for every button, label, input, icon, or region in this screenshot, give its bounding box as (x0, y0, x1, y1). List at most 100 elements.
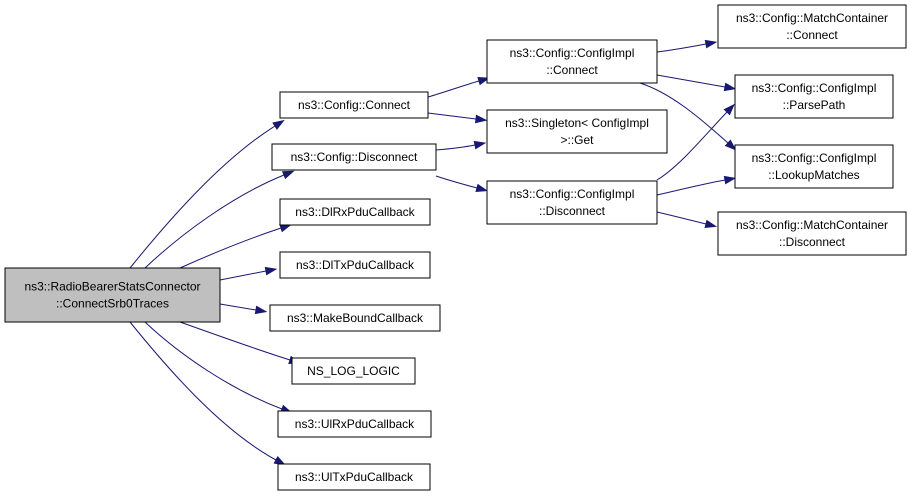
node-connect[interactable]: ns3::Config::Connect (279, 91, 429, 119)
node-box (279, 198, 431, 226)
node-box (486, 39, 658, 84)
node-label-line: ns3::DlTxPduCallback (296, 258, 415, 272)
arrowhead-icon (704, 39, 718, 49)
node-makebound[interactable]: ns3::MakeBoundCallback (269, 304, 441, 332)
arrowhead-icon (723, 82, 737, 92)
edge-root-to-connect (129, 119, 285, 269)
arrowhead-icon (474, 114, 488, 124)
node-parsepath[interactable]: ns3::Config::ConfigImpl::ParsePath (734, 74, 894, 119)
node-mc-connect[interactable]: ns3::Config::MatchContainer::Connect (717, 4, 907, 49)
node-box (279, 251, 431, 279)
node-box (4, 267, 221, 323)
node-label-line: ns3::Singleton< ConfigImpl (505, 116, 649, 130)
node-box (734, 144, 894, 189)
edge-line (179, 227, 282, 269)
node-label-line: ns3::MakeBoundCallback (287, 311, 424, 325)
edge-line (427, 112, 477, 120)
node-nslog[interactable]: NS_LOG_LOGIC (291, 357, 416, 385)
edge-line (129, 321, 277, 461)
edge-impl_disconnect-to-lookup (656, 175, 737, 196)
node-box (717, 4, 907, 49)
edge-line (427, 80, 480, 98)
node-impl-connect[interactable]: ns3::Config::ConfigImpl::Connect (486, 39, 658, 84)
arrowhead-icon (272, 119, 285, 130)
edge-root-to-disconnect (144, 170, 295, 269)
node-label-line: ns3::Config::ConfigImpl (752, 81, 877, 95)
arrowhead-icon (477, 77, 491, 86)
edge-line (219, 303, 257, 311)
node-root[interactable]: ns3::RadioBearerStatsConnector::ConnectS… (4, 267, 221, 323)
node-ultx[interactable]: ns3::UlTxPduCallback (277, 463, 431, 491)
edge-impl_connect-to-parsepath (656, 74, 737, 92)
edge-root-to-dlrx (179, 224, 292, 269)
edge-line (656, 179, 726, 196)
edge-line (656, 111, 728, 181)
node-label-line: >::Get (560, 133, 594, 147)
node-box (279, 91, 429, 119)
edge-line (144, 321, 283, 410)
edge-root-to-ultx (129, 321, 287, 466)
edge-line (639, 82, 729, 144)
edge-line (219, 270, 267, 281)
node-box (717, 211, 907, 256)
node-label-line: ns3::RadioBearerStatsConnector (24, 280, 200, 294)
node-box (486, 109, 668, 154)
node-box (277, 463, 431, 491)
node-box (277, 410, 432, 438)
edge-line (144, 174, 285, 269)
edge-impl_connect-to-mc_connect (656, 39, 718, 53)
node-disconnect[interactable]: ns3::Config::Disconnect (271, 143, 437, 171)
node-ulrx[interactable]: ns3::UlRxPduCallback (277, 410, 432, 438)
edge-line (656, 74, 726, 88)
edge-connect-to-impl_connect (427, 77, 491, 98)
edge-disconnect-to-singleton (435, 140, 487, 151)
edge-disconnect-to-impl_disconnect (435, 175, 489, 193)
node-label-line: ns3::Config::Connect (298, 98, 411, 112)
edge-line (435, 175, 478, 189)
arrowhead-icon (281, 170, 295, 180)
node-label-line: ns3::Config::ConfigImpl (752, 151, 877, 165)
node-box (271, 143, 437, 171)
arrowhead-icon (254, 305, 268, 315)
node-dltx[interactable]: ns3::DlTxPduCallback (279, 251, 431, 279)
edge-line (656, 43, 707, 53)
arrowhead-icon (723, 103, 735, 116)
node-label-line: ::Disconnect (539, 204, 606, 218)
node-label-line: NS_LOG_LOGIC (307, 364, 400, 378)
node-label-line: ns3::Config::ConfigImpl (510, 46, 635, 60)
edge-connect-to-singleton (427, 112, 488, 124)
node-singleton[interactable]: ns3::Singleton< ConfigImpl >::Get (486, 109, 668, 154)
node-box (269, 304, 441, 332)
node-label-line: ::Disconnect (779, 235, 846, 249)
arrowhead-icon (723, 175, 737, 185)
edge-line (179, 321, 291, 361)
node-label-line: ns3::UlRxPduCallback (295, 417, 415, 431)
edge-root-to-makebound (219, 303, 268, 315)
edge-impl_connect-to-lookup (639, 82, 737, 151)
node-impl-disconnect[interactable]: ns3::Config::ConfigImpl::Disconnect (486, 180, 658, 225)
node-label-line: ns3::UlTxPduCallback (295, 470, 414, 484)
node-label-line: ::Connect (786, 28, 838, 42)
edge-impl_disconnect-to-mc_disconnect (656, 211, 718, 229)
edge-root-to-dltx (219, 266, 278, 281)
node-mc-disconnect[interactable]: ns3::Config::MatchContainer::Disconnect (717, 211, 907, 256)
arrowhead-icon (473, 140, 487, 150)
node-label-line: ns3::Config::MatchContainer (736, 11, 888, 25)
arrowhead-icon (279, 224, 292, 233)
arrowhead-icon (264, 266, 278, 276)
arrowhead-icon (724, 139, 737, 151)
node-label-line: ns3::Config::Disconnect (291, 150, 418, 164)
arrowhead-icon (704, 219, 718, 229)
call-nodes: ns3::RadioBearerStatsConnector::ConnectS… (4, 4, 907, 491)
node-label-line: ns3::Config::ConfigImpl (510, 187, 635, 201)
arrowhead-icon (475, 183, 489, 193)
node-box (291, 357, 416, 385)
node-dlrx[interactable]: ns3::DlRxPduCallback (279, 198, 431, 226)
node-label-line: ::Connect (546, 63, 598, 77)
node-label-line: ::ConnectSrb0Traces (56, 297, 169, 311)
node-label-line: ns3::Config::MatchContainer (736, 218, 888, 232)
node-lookup[interactable]: ns3::Config::ConfigImpl::LookupMatches (734, 144, 894, 189)
edge-line (435, 144, 476, 151)
edge-impl_disconnect-to-parsepath (656, 103, 735, 181)
